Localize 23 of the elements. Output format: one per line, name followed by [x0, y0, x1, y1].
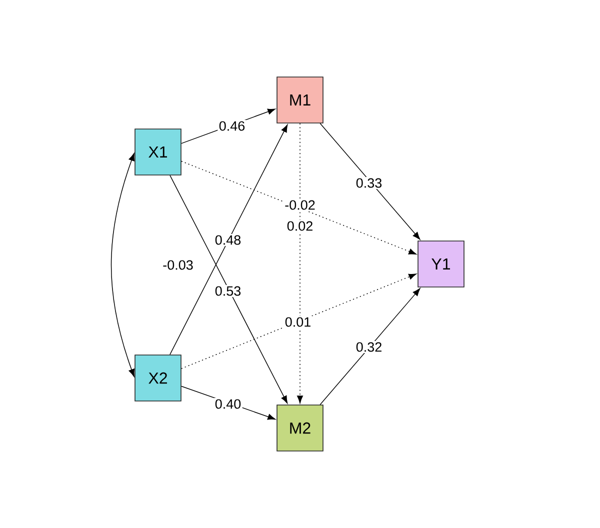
edge-label: 0.40: [214, 398, 242, 410]
edge-label: 0.01: [284, 316, 312, 328]
arrow: [170, 124, 288, 355]
edge-label: 0.02: [286, 220, 314, 232]
edge-label: 0.53: [214, 285, 242, 297]
variable-box: M2: [276, 404, 324, 452]
edge-label: 0.33: [354, 177, 384, 189]
curved-double-arrow: [110, 153, 134, 377]
edge-label: 0.46: [218, 120, 246, 132]
arrow: [170, 175, 288, 404]
arrow: [320, 123, 420, 240]
edge-label: -0.03: [161, 259, 195, 271]
edge-label: 0.48: [214, 234, 242, 246]
variable-box: Y1: [418, 240, 464, 288]
variable-box: X2: [134, 354, 182, 402]
edge-label: 0.32: [354, 341, 384, 353]
variable-box: X1: [134, 128, 182, 176]
variable-box: M1: [276, 76, 324, 124]
arrow: [181, 274, 416, 369]
edge-label: -0.02: [283, 199, 317, 211]
arrow: [297, 123, 303, 404]
arrow: [320, 288, 420, 405]
arrow: [181, 160, 416, 255]
